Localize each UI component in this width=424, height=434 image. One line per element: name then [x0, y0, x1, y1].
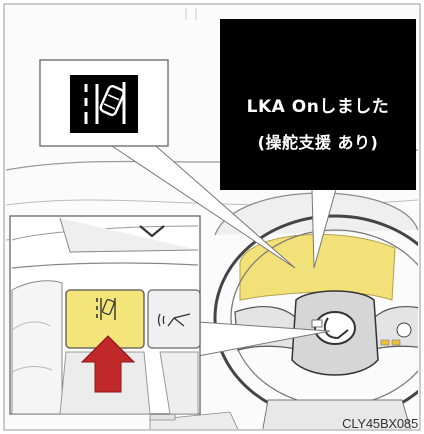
- steering-switch-right: [397, 323, 411, 337]
- steering-lka-switch-location: [312, 320, 322, 327]
- steering-indicator: [392, 340, 400, 345]
- brand-emblem: [315, 312, 355, 344]
- lka-status-message: LKA Onしました: [220, 92, 416, 117]
- steering-assist-message: (操舵支援 あり): [220, 129, 416, 153]
- multi-information-display-message: LKA Onしました (操舵支援 あり): [220, 19, 416, 190]
- steering-indicator: [381, 340, 389, 345]
- figure-code: CLY45BX085: [342, 416, 418, 431]
